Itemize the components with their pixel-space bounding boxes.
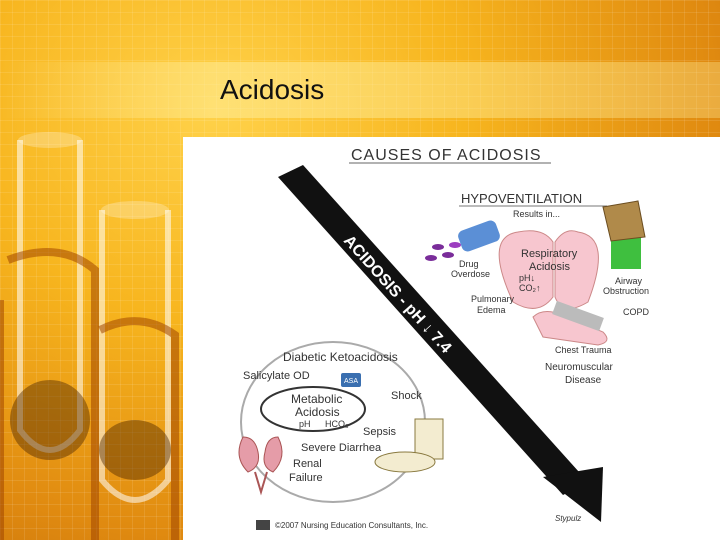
test-tube-4 xyxy=(98,317,179,540)
renal-label-2: Failure xyxy=(289,472,323,484)
drug-overdose-1: Drug xyxy=(459,259,479,269)
airway-obstruction-icon xyxy=(602,200,646,269)
hypoventilation-header: HYPOVENTILATION xyxy=(461,191,582,206)
sepsis-label: Sepsis xyxy=(363,426,397,438)
neuromuscular-label-2: Disease xyxy=(565,375,602,386)
causes-of-acidosis-figure: CAUSES OF ACIDOSIS ACIDOSIS - pH ↓ 7.4 H… xyxy=(183,137,720,540)
metabolic-hco3: HCO₃ xyxy=(325,419,349,429)
metabolic-inner-ellipse xyxy=(260,386,366,432)
publisher-logo xyxy=(256,520,270,530)
toilet-icon xyxy=(374,418,444,473)
svg-text:ASA: ASA xyxy=(344,378,358,385)
dka-label: Diabetic Ketoacidosis xyxy=(283,350,398,364)
resp-acidosis-line1: Respiratory xyxy=(521,248,578,260)
lungs-icon xyxy=(498,230,599,309)
pulmonary-label-2: Edema xyxy=(477,305,506,315)
copyright-text: ©2007 Nursing Education Consultants, Inc… xyxy=(275,521,428,530)
slide-title: Acidosis xyxy=(220,74,325,105)
salicylate-label: Salicylate OD xyxy=(243,370,310,382)
test-tube-3 xyxy=(6,248,99,540)
kidneys-icon xyxy=(238,436,283,496)
resp-acidosis-line2: Acidosis xyxy=(529,261,570,273)
neuromuscular-label-1: Neuromuscular xyxy=(545,362,613,373)
airway-label-2: Obstruction xyxy=(603,286,649,296)
test-tube-2 xyxy=(99,210,171,503)
pulmonary-label-1: Pulmonary xyxy=(471,294,515,304)
test-tube-1 xyxy=(17,140,83,453)
chest-trauma-label: Chest Trauma xyxy=(555,345,612,355)
asa-bottle-icon: ASA xyxy=(341,373,361,387)
signature: Stypulz xyxy=(555,514,581,523)
metabolic-acidosis-line1: Metabolic xyxy=(291,392,342,406)
pills-icon xyxy=(425,220,500,261)
metabolic-ph: pH xyxy=(299,419,311,429)
figure-heading: CAUSES OF ACIDOSIS xyxy=(351,147,541,164)
resp-co2: CO₂↑ xyxy=(519,283,541,293)
shock-label: Shock xyxy=(391,390,422,402)
airway-label-1: Airway xyxy=(615,276,643,286)
arrow-label: ACIDOSIS - pH ↓ 7.4 xyxy=(340,232,454,356)
severe-diarrhea-label: Severe Diarrhea xyxy=(301,442,382,454)
renal-label-1: Renal xyxy=(293,458,322,470)
drug-overdose-2: Overdose xyxy=(451,269,490,279)
figure-canvas: CAUSES OF ACIDOSIS ACIDOSIS - pH ↓ 7.4 H… xyxy=(238,147,650,530)
resp-ph: pH↓ xyxy=(519,273,535,283)
title-band xyxy=(0,62,720,118)
chest-trauma-icon xyxy=(532,300,608,346)
metabolic-acidosis-line2: Acidosis xyxy=(295,405,340,419)
copd-label: COPD xyxy=(623,307,650,317)
results-in-label: Results in... xyxy=(513,209,560,219)
